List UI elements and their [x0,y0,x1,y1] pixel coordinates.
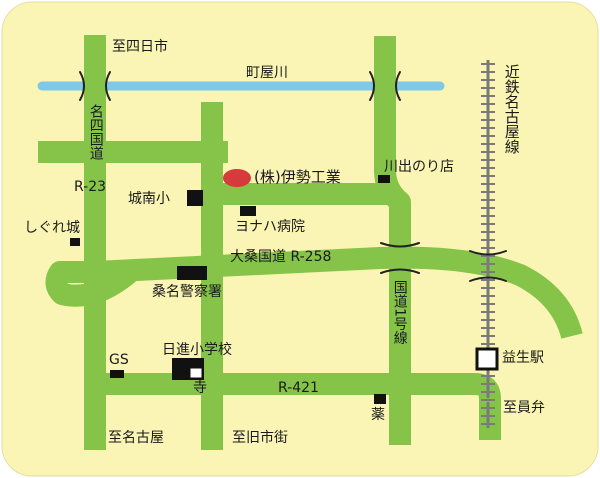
label-company: (株)伊勢工業 [254,168,341,186]
building-pharmacy [374,394,386,404]
label-police: 桑名警察署 [152,284,222,300]
label-pharmacy: 薬 [371,407,385,423]
label-river: 町屋川 [246,65,288,81]
label-to-yokkaichi: 至四日市 [112,39,168,55]
label-nisshin-school: 日進小学校 [162,342,232,358]
bridge-rail-r258 [469,250,507,282]
building-shigure-castle [70,238,80,246]
label-to-inabe: 至員弁 [503,400,545,416]
label-kintetsu-line: 近鉄名古屋線 [502,64,521,154]
road-r421 [95,373,501,440]
label-route1: 国道1号線 [391,280,408,345]
bridge-r23-river [79,71,111,101]
label-r23: R-23 [74,179,107,195]
bridge-route1-river [369,71,401,101]
label-r421: R-421 [278,380,319,396]
label-to-old-town: 至旧市街 [232,430,288,446]
building-temple [189,367,203,379]
label-masuo-station: 益生駅 [502,350,544,366]
railway-kintetsu [481,60,495,428]
building-gs [110,370,124,378]
label-yonaha-hospital: ヨナハ病院 [235,219,305,235]
building-police [177,266,207,280]
station-masuo [475,347,499,371]
building-kawade-store [378,175,390,183]
road-r258 [94,246,583,340]
bridge-route1-r258 [380,242,420,274]
label-r258: 大桑国道 R-258 [230,249,332,265]
label-shigure-castle: しぐれ城 [24,220,80,236]
label-kawade-store: 川出のり店 [384,159,454,175]
destination-marker [223,169,251,187]
label-gs: GS [109,352,129,368]
road-r258-loop [45,261,138,307]
label-meishi-road: 名四国道 [87,104,104,160]
label-to-nagoya: 至名古屋 [108,430,164,446]
label-temple: 寺 [193,380,207,396]
building-yonaha-hospital [240,206,256,216]
building-jonan-school [187,190,203,206]
label-jonan-school: 城南小 [128,191,170,207]
